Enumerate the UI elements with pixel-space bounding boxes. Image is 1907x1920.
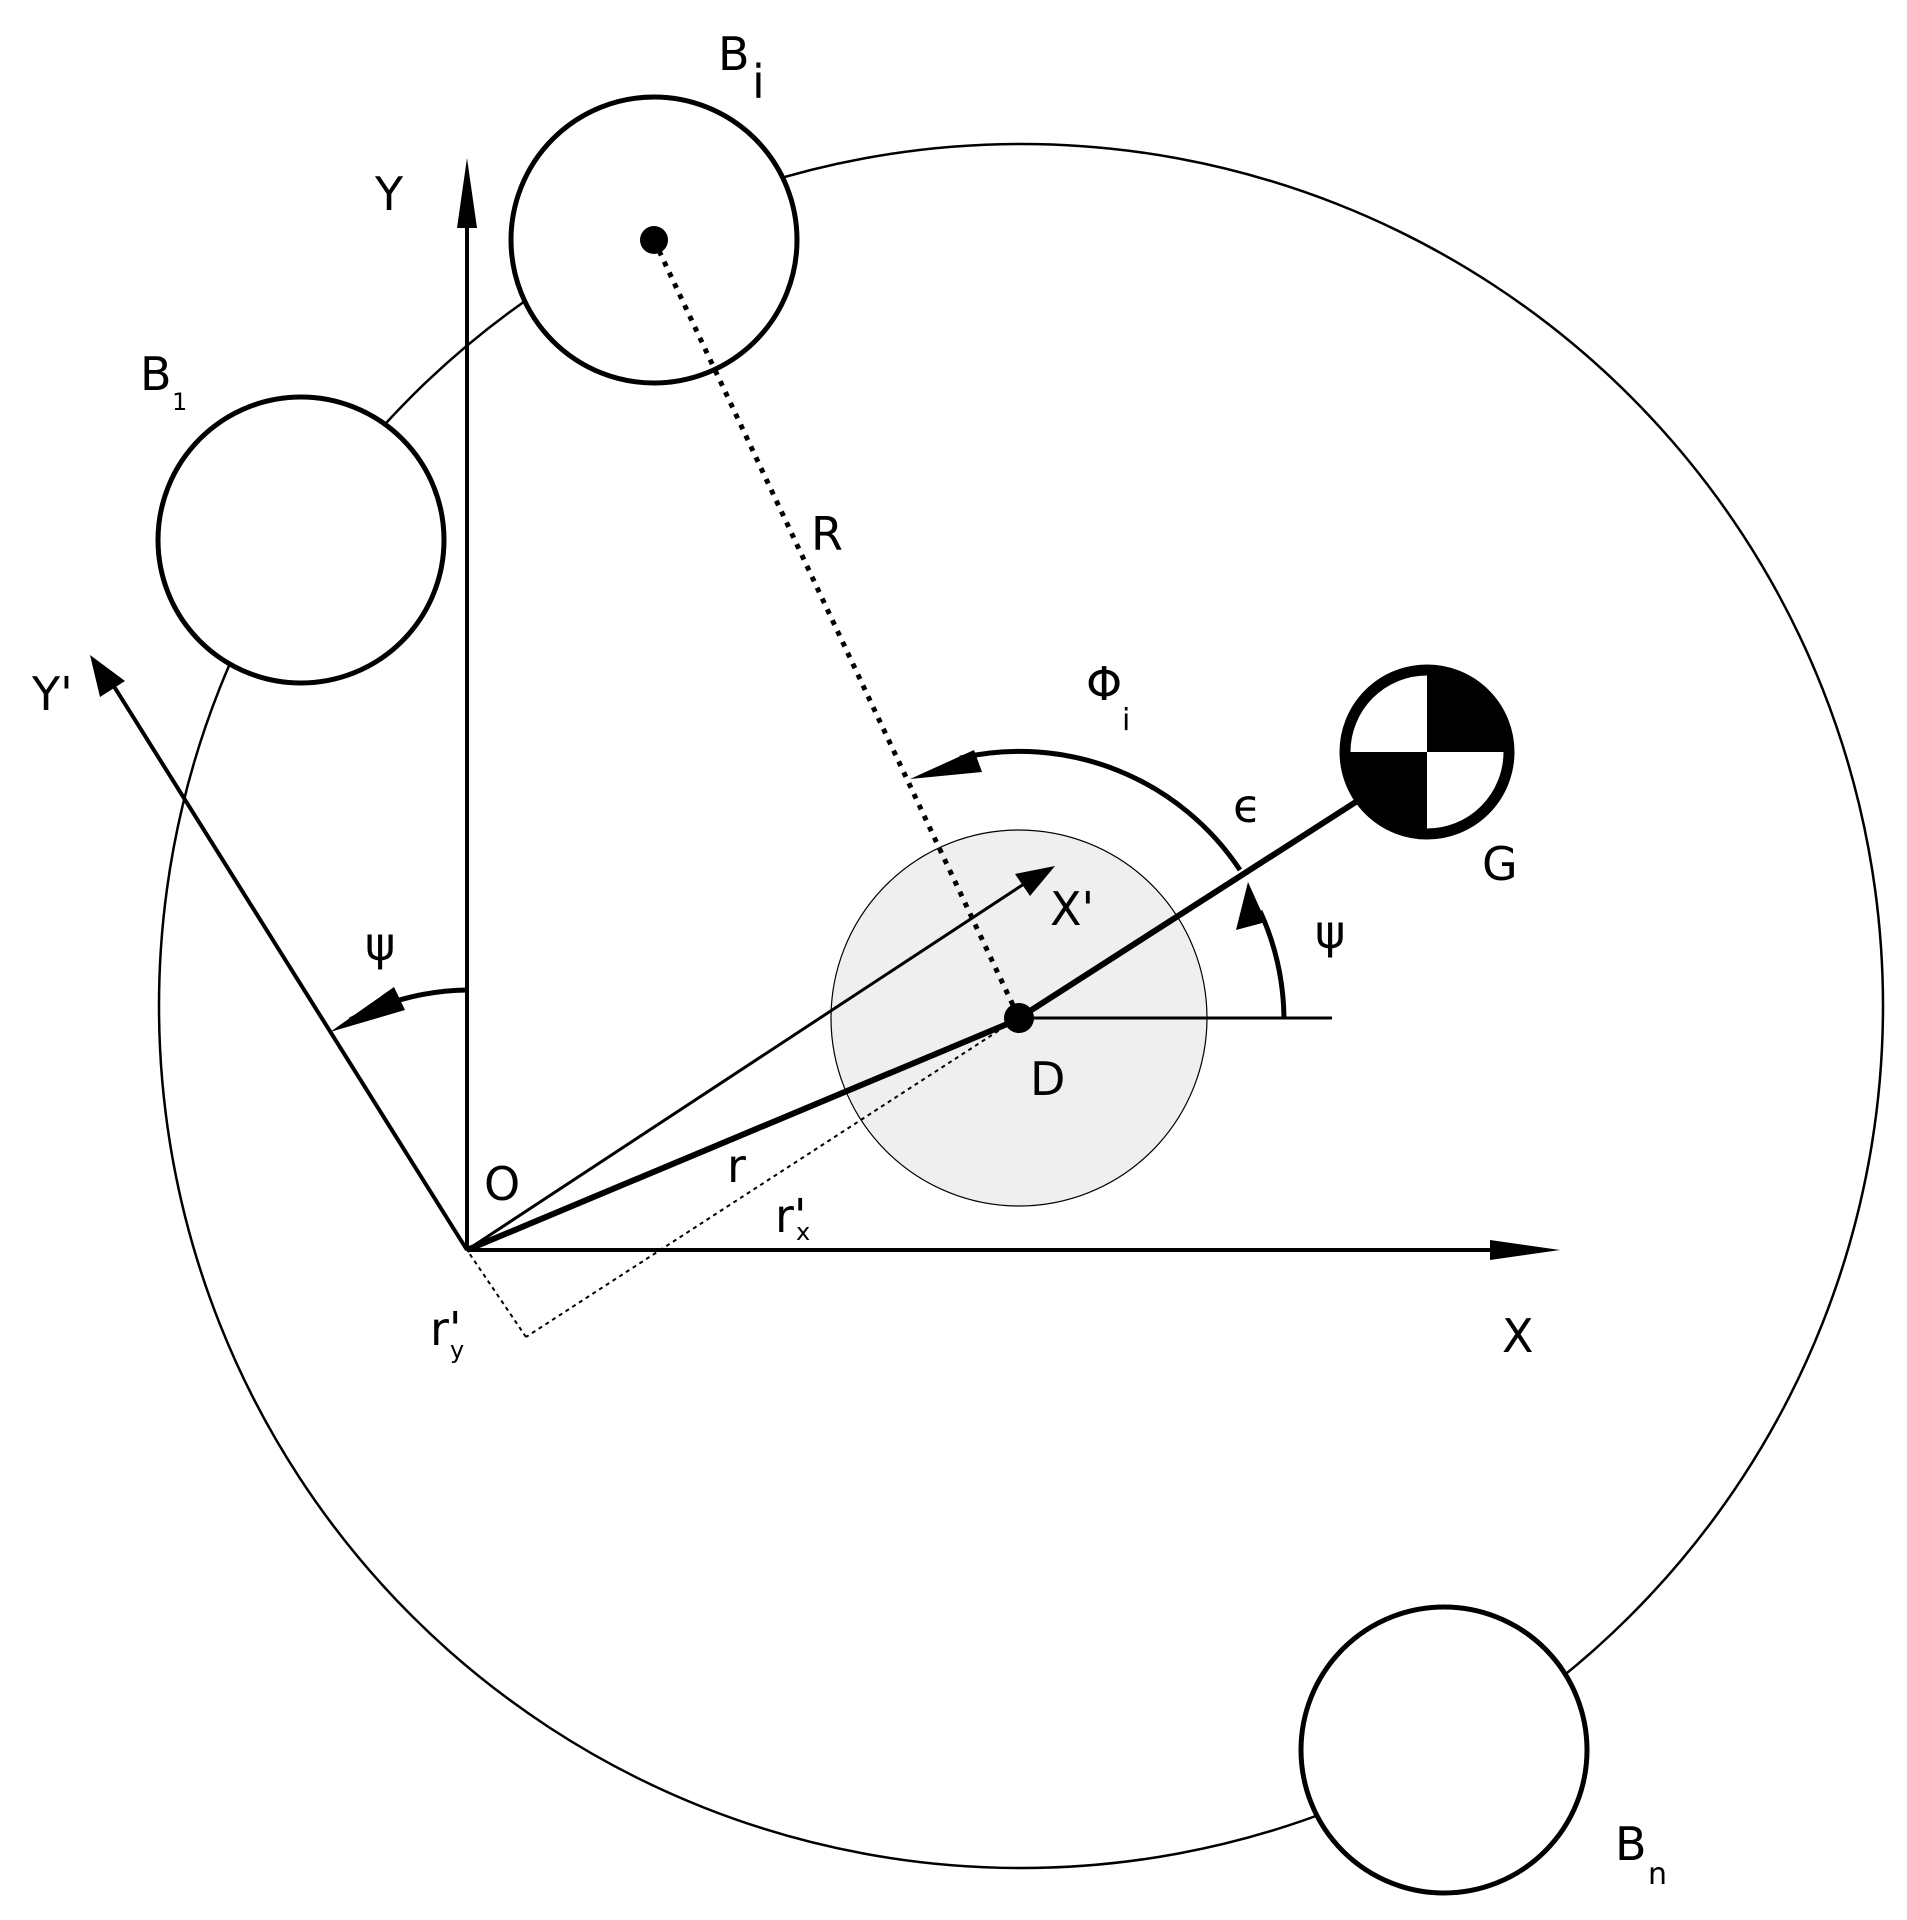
projection-line-x <box>525 1021 1013 1338</box>
psi-arc-origin-arrowhead <box>330 987 405 1032</box>
outer-circle <box>157 142 1885 1870</box>
label-rx-prime: r' <box>775 1189 807 1243</box>
x-prime-axis-line <box>466 878 1031 1252</box>
center-d-dot <box>1004 1003 1034 1033</box>
label-wheel-b1: B <box>140 347 172 401</box>
label-wheel-bn: B <box>1615 1817 1647 1871</box>
psi-arc-d <box>1257 909 1287 1019</box>
label-wheel-bn-subscript: n <box>1648 1857 1667 1892</box>
label-r-vector: r <box>727 1139 746 1193</box>
label-x-axis: X <box>1502 1309 1534 1363</box>
radius-line <box>651 238 1022 1020</box>
label-psi-d: ψ <box>1315 905 1345 959</box>
label-phi-subscript: i <box>1122 703 1130 738</box>
r-vector <box>465 1019 1014 1253</box>
wheel-b1 <box>155 394 447 686</box>
label-origin: O <box>484 1157 520 1211</box>
label-gravity-g: G <box>1482 837 1518 891</box>
wheel-bn <box>1298 1604 1590 1896</box>
y-prime-axis-line <box>108 678 469 1252</box>
label-ry-subscript: y <box>450 1336 464 1364</box>
y-axis-arrowhead <box>457 158 477 228</box>
psi-arc-d-arrowhead <box>1236 882 1266 930</box>
x-prime-axis-arrowhead <box>1015 866 1055 896</box>
label-radius-r: R <box>811 507 843 561</box>
center-of-gravity-symbol <box>1339 664 1515 840</box>
label-y-prime: Y' <box>31 667 73 721</box>
label-wheel-bi: B <box>718 27 750 81</box>
label-psi-origin: ψ <box>365 917 395 971</box>
label-phi: Φ <box>1086 657 1122 711</box>
label-ry-prime: r' <box>430 1302 462 1356</box>
y-prime-axis-arrowhead <box>90 655 125 697</box>
heading-line <box>1017 795 1364 1021</box>
label-wheel-bi-subscript: i <box>752 55 765 109</box>
projection-line-y <box>466 1249 527 1338</box>
phi-arc <box>959 748 1243 872</box>
label-x-prime: X' <box>1050 882 1094 936</box>
label-rx-subscript: x <box>796 1218 810 1246</box>
label-center-d: D <box>1030 1052 1065 1106</box>
label-epsilon: ϵ <box>1233 779 1261 833</box>
label-wheel-b1-subscript: 1 <box>172 388 187 416</box>
phi-arc-arrowhead <box>910 750 982 779</box>
x-axis-arrowhead <box>1490 1240 1560 1260</box>
label-y-axis: Y <box>374 167 404 221</box>
wheel-bi-center-dot <box>640 226 668 254</box>
